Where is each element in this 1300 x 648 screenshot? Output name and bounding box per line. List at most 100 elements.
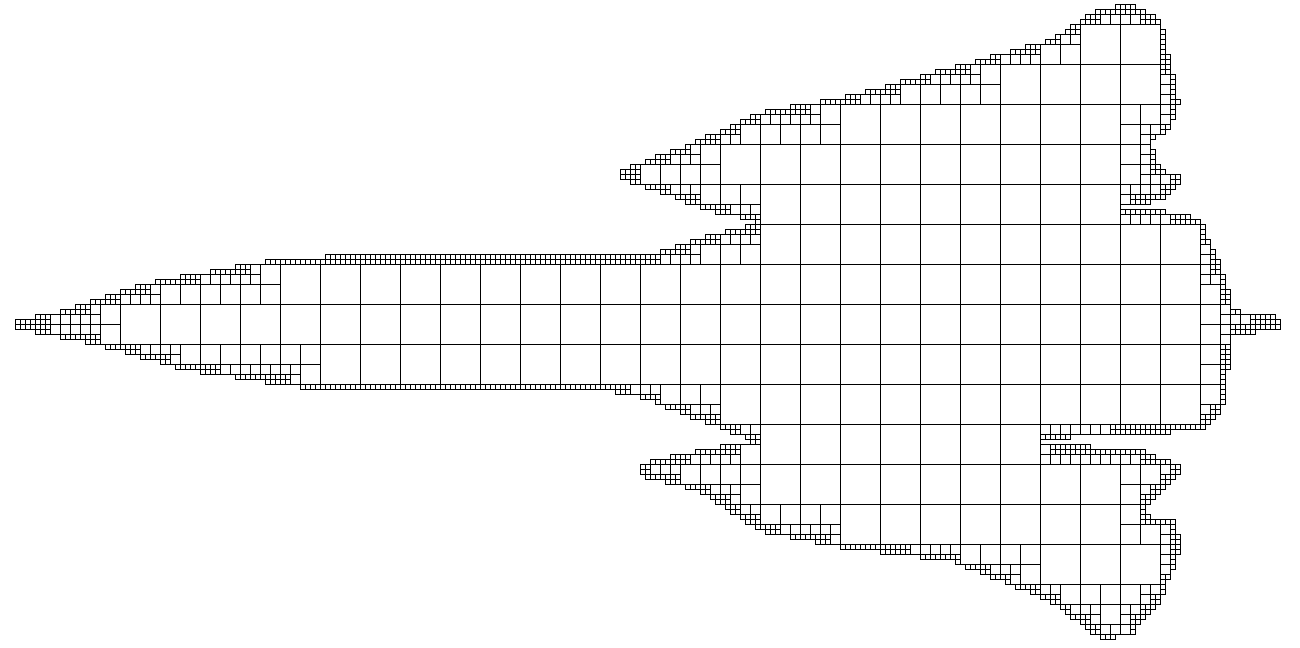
quadtree-cell bbox=[211, 370, 216, 375]
quadtree-cell bbox=[661, 475, 666, 480]
quadtree-cell bbox=[1266, 325, 1271, 330]
quadtree-cell bbox=[1186, 425, 1191, 430]
quadtree-cell bbox=[1201, 365, 1221, 385]
quadtree-cell bbox=[1036, 585, 1041, 590]
quadtree-cell bbox=[241, 345, 261, 365]
quadtree-cell bbox=[1131, 200, 1136, 205]
quadtree-cell bbox=[936, 70, 941, 75]
quadtree-cell bbox=[1201, 230, 1206, 235]
quadtree-cell bbox=[231, 270, 236, 275]
quadtree-cell bbox=[361, 305, 401, 345]
quadtree-cell bbox=[736, 450, 741, 455]
quadtree-cell bbox=[1131, 620, 1136, 625]
quadtree-cell bbox=[721, 445, 726, 450]
quadtree-cell bbox=[1251, 325, 1256, 330]
quadtree-cell bbox=[716, 420, 721, 425]
quadtree-cell bbox=[261, 265, 281, 285]
quadtree-cell bbox=[751, 440, 756, 445]
quadtree-cell bbox=[1071, 450, 1076, 455]
quadtree-cell bbox=[181, 285, 201, 305]
quadtree-cell bbox=[1166, 425, 1171, 430]
quadtree-cell bbox=[986, 60, 991, 65]
quadtree-cell bbox=[961, 185, 1001, 225]
quadtree-cell bbox=[1006, 575, 1011, 580]
quadtree-cell bbox=[731, 455, 741, 465]
quadtree-cell bbox=[1161, 35, 1166, 40]
quadtree-cell bbox=[1146, 195, 1151, 200]
quadtree-cell bbox=[1061, 435, 1066, 440]
quadtree-cell bbox=[456, 260, 461, 265]
quadtree-cell bbox=[1016, 585, 1021, 590]
quadtree-cell bbox=[881, 465, 921, 505]
quadtree-cell bbox=[1141, 615, 1146, 620]
quadtree-cell bbox=[491, 260, 496, 265]
quadtree-cell bbox=[896, 550, 901, 555]
quadtree-cell bbox=[1061, 35, 1071, 45]
quadtree-cell bbox=[446, 255, 451, 260]
quadtree-cell bbox=[571, 385, 576, 390]
quadtree-cell bbox=[641, 345, 681, 385]
quadtree-cell bbox=[1076, 450, 1081, 455]
quadtree-cell bbox=[1031, 55, 1041, 65]
quadtree-cell bbox=[1241, 315, 1251, 325]
quadtree-cell bbox=[481, 260, 486, 265]
quadtree-cell bbox=[206, 370, 211, 375]
quadtree-cell bbox=[856, 100, 861, 105]
quadtree-cell bbox=[1056, 600, 1061, 605]
quadtree-cell bbox=[826, 100, 831, 105]
quadtree-cell bbox=[1141, 125, 1151, 135]
quadtree-cell bbox=[576, 255, 581, 260]
quadtree-cell bbox=[1161, 170, 1166, 175]
quadtree-cell bbox=[136, 345, 141, 350]
quadtree-cell bbox=[176, 280, 181, 285]
quadtree-cell bbox=[761, 115, 771, 125]
quadtree-cell bbox=[106, 345, 111, 350]
quadtree-cell bbox=[331, 260, 336, 265]
quadtree-cell bbox=[1266, 315, 1271, 320]
quadtree-cell bbox=[1121, 125, 1141, 145]
quadtree-cell bbox=[1171, 425, 1176, 430]
quadtree-cell bbox=[401, 265, 441, 305]
quadtree-cell bbox=[651, 475, 656, 480]
quadtree-cell bbox=[321, 260, 326, 265]
quadtree-cell bbox=[376, 385, 381, 390]
quadtree-cell bbox=[891, 545, 896, 550]
quadtree-cell bbox=[841, 100, 846, 105]
quadtree-cell bbox=[681, 165, 701, 185]
quadtree-cell bbox=[606, 255, 611, 260]
quadtree-cell bbox=[1156, 165, 1161, 170]
quadtree-cell bbox=[1091, 605, 1101, 615]
quadtree-cell bbox=[1066, 445, 1071, 450]
quadtree-cell bbox=[961, 225, 1001, 265]
quadtree-cell bbox=[126, 290, 131, 295]
quadtree-cell bbox=[276, 380, 281, 385]
quadtree-cell bbox=[726, 230, 731, 235]
quadtree-cell bbox=[711, 455, 721, 465]
quadtree-cell bbox=[1141, 510, 1146, 515]
quadtree-cell bbox=[286, 380, 291, 385]
quadtree-cell bbox=[666, 190, 671, 195]
quadtree-cell bbox=[596, 255, 601, 260]
quadtree-cell bbox=[1026, 45, 1031, 50]
quadtree-cell bbox=[721, 235, 731, 245]
quadtree-cell bbox=[471, 260, 476, 265]
quadtree-cell bbox=[86, 310, 91, 315]
quadtree-cell bbox=[711, 240, 716, 245]
quadtree-cell bbox=[526, 385, 531, 390]
quadtree-cell bbox=[1141, 145, 1151, 155]
quadtree-cell bbox=[821, 540, 826, 545]
quadtree-cell bbox=[1056, 35, 1061, 40]
quadtree-cell bbox=[971, 65, 981, 75]
quadtree-cell bbox=[96, 335, 101, 340]
quadtree-cell bbox=[1216, 405, 1221, 410]
quadtree-cell bbox=[391, 260, 396, 265]
quadtree-cell bbox=[1126, 450, 1131, 455]
quadtree-cell bbox=[1051, 445, 1056, 450]
quadtree-cell bbox=[1141, 610, 1146, 615]
quadtree-cell bbox=[1071, 425, 1081, 435]
quadtree-cell bbox=[521, 265, 561, 305]
quadtree-cell bbox=[461, 385, 466, 390]
quadtree-cell bbox=[406, 255, 411, 260]
quadtree-cell bbox=[1071, 445, 1076, 450]
quadtree-cell bbox=[271, 375, 276, 380]
